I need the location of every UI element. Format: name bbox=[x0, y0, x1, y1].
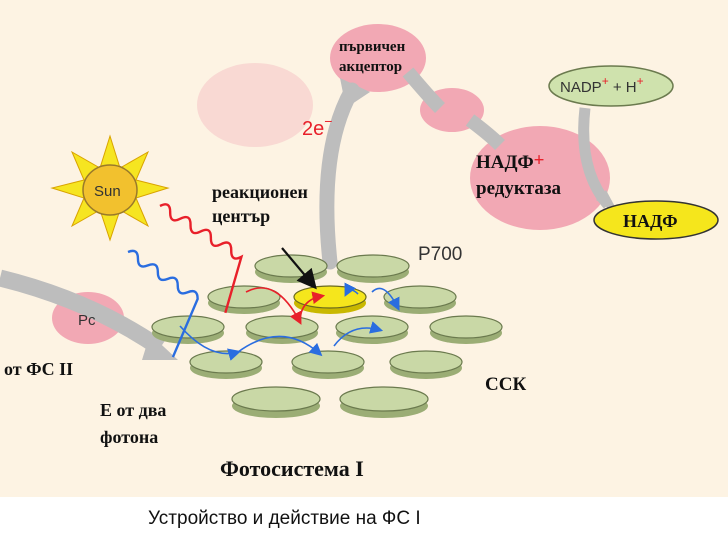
caption-text: Устройство и действие на ФС I bbox=[148, 508, 421, 529]
acceptor-connector bbox=[402, 67, 445, 113]
nadp-plus-h-oval bbox=[548, 65, 674, 107]
electron-arrow-head bbox=[340, 78, 370, 108]
nadph-oval bbox=[593, 200, 719, 240]
faded-blob bbox=[197, 63, 313, 147]
energy-label-1: Е от два bbox=[100, 400, 166, 420]
disk bbox=[245, 315, 319, 344]
reaction-center-label-2: център bbox=[212, 206, 270, 226]
primary-acceptor-blob bbox=[330, 24, 426, 92]
pc-arrow-head bbox=[142, 334, 178, 360]
reductase-label-2: редуктаза bbox=[476, 178, 562, 199]
photon-red-arrow bbox=[159, 203, 244, 314]
electron-path-arrow bbox=[319, 82, 360, 270]
energy-transfer-blue-4 bbox=[371, 287, 400, 311]
photosystem-diagram: първичен акцептор 2e− NADP+ + H+ НАДФ+ р… bbox=[0, 24, 719, 481]
reductase-label-1: НАДФ+ bbox=[476, 150, 544, 173]
reductase-blob bbox=[470, 126, 610, 230]
reaction-center-pointer bbox=[281, 247, 317, 290]
energy-label-2: фотона bbox=[100, 427, 158, 447]
reaction-center-label-1: реакционен bbox=[212, 182, 308, 202]
from-ps2-label: от ФС II bbox=[4, 359, 73, 379]
disk bbox=[335, 315, 409, 344]
nadp-plus-h-label: NADP+ + H+ bbox=[560, 74, 644, 96]
disk bbox=[429, 315, 503, 344]
antenna-complex bbox=[151, 254, 503, 418]
primary-acceptor-label-1: първичен bbox=[339, 39, 406, 55]
sun-icon bbox=[50, 134, 170, 242]
disk bbox=[189, 350, 263, 379]
ssk-label: ССК bbox=[485, 374, 526, 395]
energy-transfer-blue-2 bbox=[237, 335, 323, 357]
photon-blue-arrow bbox=[127, 249, 199, 358]
caption-bar bbox=[0, 497, 728, 546]
primary-acceptor-label-2: акцептор bbox=[339, 59, 402, 75]
pc-label: Pc bbox=[78, 312, 96, 329]
energy-to-center-blue bbox=[344, 282, 359, 297]
pc-input-arrow bbox=[0, 269, 165, 356]
reaction-center-disk bbox=[293, 285, 367, 314]
disk bbox=[383, 285, 457, 314]
disk bbox=[389, 350, 463, 379]
energy-transfer-blue-3 bbox=[333, 321, 384, 347]
energy-transfer-red bbox=[245, 287, 302, 325]
electrons-label: 2e− bbox=[302, 113, 332, 140]
p700-label: P700 bbox=[418, 244, 462, 265]
energy-to-center bbox=[299, 291, 326, 323]
disk bbox=[291, 350, 365, 379]
disk bbox=[151, 315, 225, 344]
disk bbox=[339, 386, 429, 418]
energy-transfer-blue-1 bbox=[179, 325, 242, 361]
disk bbox=[231, 386, 321, 418]
photosystem-title: Фотосистема I bbox=[220, 456, 364, 481]
sun-label: Sun bbox=[94, 183, 121, 200]
disk bbox=[336, 254, 410, 283]
disk bbox=[207, 285, 281, 314]
nadph-label: НАДФ bbox=[623, 211, 678, 231]
reductase-connector bbox=[465, 114, 505, 151]
